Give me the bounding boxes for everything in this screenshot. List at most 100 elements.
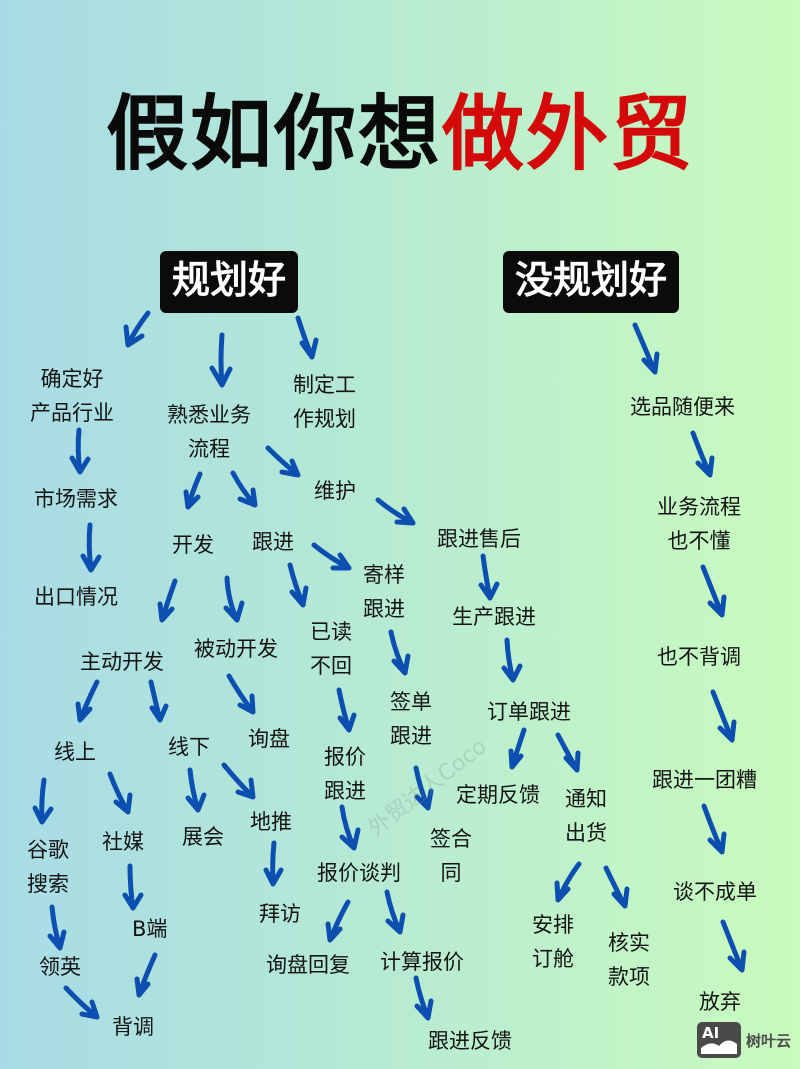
- node-aftersale: 跟进售后: [437, 527, 521, 551]
- arrow-icon: [384, 889, 406, 935]
- arrow-icon: [75, 679, 100, 723]
- node-active-dev: 主动开发: [80, 650, 164, 674]
- unplanned-badge: 没规划好: [503, 251, 680, 313]
- arrow-icon: [478, 553, 500, 601]
- node-inquiry-reply: 询盘回复: [266, 953, 350, 977]
- node-line: 熟悉业务: [167, 403, 251, 427]
- node-develop: 开发: [172, 533, 214, 557]
- arrow-icon: [632, 322, 660, 375]
- node-line: 流程: [188, 437, 230, 461]
- brand-logo: AI 树叶云: [697, 1022, 791, 1058]
- node-passive-dev: 被动开发: [194, 637, 278, 661]
- node-market-demand: 市场需求: [34, 487, 118, 511]
- arrow-icon: [701, 803, 727, 855]
- node-quote-negotiation: 报价谈判: [317, 861, 401, 885]
- node-calc-quote: 计算报价: [380, 950, 464, 974]
- arrow-icon: [555, 732, 581, 773]
- arrow-icon: [183, 471, 203, 510]
- arrow-icon: [375, 497, 416, 526]
- arrow-icon: [157, 578, 178, 623]
- node-line: 不回: [310, 654, 352, 678]
- node-production: 生产跟进: [452, 605, 536, 629]
- node-line: 同: [440, 861, 462, 885]
- title-red-part: 做外贸: [442, 87, 695, 182]
- arrow-icon: [221, 762, 256, 800]
- node-work-plan: 制定工 作规划: [293, 368, 356, 436]
- node-maintain: 维护: [314, 479, 356, 503]
- node-give-up: 放弃: [699, 990, 741, 1014]
- node-line: 跟进: [390, 724, 432, 748]
- node-line: 核实: [608, 931, 650, 955]
- arrow-icon: [80, 522, 102, 573]
- node-line: 款项: [608, 965, 650, 989]
- node-line: 报价: [324, 745, 366, 769]
- arrow-icon: [700, 564, 727, 618]
- node-line: 已读: [310, 620, 352, 644]
- node-export-status: 出口情况: [34, 585, 118, 609]
- node-read-no-reply: 已读 不回: [310, 615, 352, 683]
- node-line: 寄样: [363, 563, 405, 587]
- node-determine-industry: 确定好 产品行业: [30, 362, 114, 430]
- arrow-icon: [122, 863, 144, 911]
- node-quote-follow: 报价 跟进: [324, 740, 366, 808]
- node-line: 跟进: [324, 779, 366, 803]
- arrow-icon: [123, 310, 151, 348]
- node-b2b: B端: [132, 917, 168, 941]
- node-line: 出货: [565, 821, 607, 845]
- node-follow-feedback: 跟进反馈: [428, 1029, 512, 1053]
- arrow-icon: [63, 985, 100, 1020]
- node-order-follow: 订单跟进: [487, 700, 571, 724]
- planned-badge: 规划好: [160, 251, 299, 313]
- arrow-icon: [230, 470, 258, 508]
- node-line: 签单: [390, 690, 432, 714]
- node-visit: 拜访: [259, 902, 301, 926]
- node-ground-promo: 地推: [250, 810, 292, 834]
- arrow-icon: [209, 332, 233, 388]
- page-title: 假如你想做外贸: [0, 85, 800, 185]
- arrow-icon: [69, 427, 91, 475]
- node-random-product: 选品随便来: [630, 395, 735, 419]
- arrow-icon: [226, 673, 256, 715]
- arrow-icon: [501, 637, 523, 683]
- node-book-shipping: 安排 订舱: [532, 908, 574, 976]
- node-no-background-check: 也不背调: [657, 645, 741, 669]
- node-messy-follow: 跟进一团糟: [652, 768, 757, 792]
- arrow-icon: [339, 804, 361, 851]
- arrow-icon: [185, 767, 207, 813]
- node-online: 线上: [54, 740, 96, 764]
- node-sign-contract: 签合 同: [430, 822, 472, 890]
- node-background-check: 背调: [112, 1015, 154, 1039]
- arrow-icon: [107, 771, 133, 815]
- node-line: 订舱: [532, 947, 574, 971]
- node-line: 安排: [532, 913, 574, 937]
- node-line: 搜索: [27, 872, 69, 896]
- node-regular-feedback: 定期反馈: [456, 783, 540, 807]
- arrow-icon: [508, 727, 527, 770]
- node-trade-fair: 展会: [182, 825, 224, 849]
- node-line: 制定工: [293, 373, 356, 397]
- logo-text: 树叶云: [746, 1031, 792, 1050]
- arrow-icon: [32, 777, 54, 825]
- node-verify-payment: 核实 款项: [608, 926, 650, 994]
- node-inquiry: 询盘: [248, 727, 290, 751]
- arrow-icon: [265, 445, 301, 478]
- arrow-icon: [311, 542, 352, 571]
- node-line: 签合: [430, 827, 472, 851]
- arrow-icon: [134, 952, 158, 998]
- arrow-icon: [720, 919, 747, 973]
- node-offline: 线下: [168, 735, 210, 759]
- arrow-icon: [325, 899, 351, 943]
- arrow-icon: [710, 689, 737, 743]
- title-black-part: 假如你想: [105, 87, 442, 182]
- arrow-icon: [223, 575, 245, 623]
- arrow-icon: [336, 687, 357, 733]
- arrow-icon: [47, 904, 67, 951]
- arrow-icon: [554, 861, 582, 903]
- node-notify-shipment: 通知 出货: [565, 782, 607, 850]
- node-familiar-process: 熟悉业务 流程: [167, 398, 251, 466]
- arrow-icon: [413, 975, 434, 1021]
- node-line: 确定好: [40, 367, 104, 391]
- arrow-icon: [148, 679, 169, 723]
- node-sign-follow: 签单 跟进: [390, 685, 432, 753]
- arrow-icon: [690, 430, 715, 478]
